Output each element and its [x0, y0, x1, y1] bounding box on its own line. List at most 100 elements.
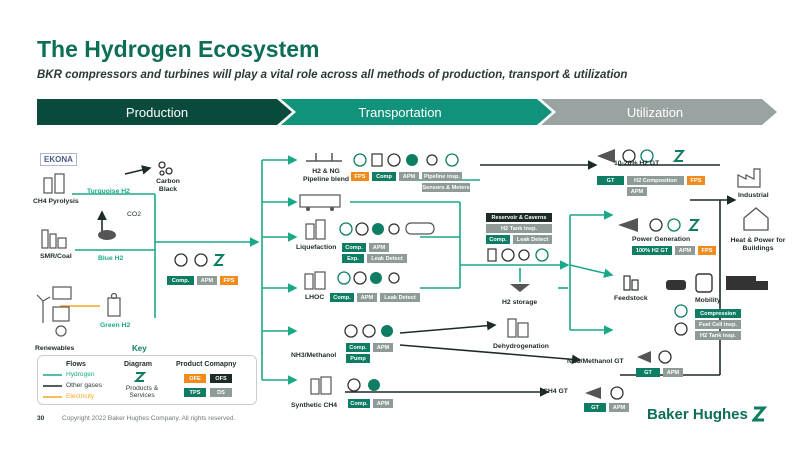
- phase-production: Production: [125, 104, 189, 120]
- key-tag-ds: DS: [210, 388, 232, 397]
- nh3-gt-icons: [637, 350, 672, 364]
- renewables-label: Renewables: [35, 345, 75, 352]
- nh3-gt-tag-apm: APM: [663, 368, 683, 377]
- industrial-icon: [737, 168, 761, 188]
- liq-tag-leak: Leak Detect: [367, 254, 407, 263]
- gt-tag-composition: H2 Composition: [627, 176, 684, 185]
- key-box: Flows Hydrogen Other gases Electricity D…: [37, 355, 257, 405]
- turquoise-h2-label: Turquoise H2: [87, 188, 130, 195]
- storage-tag-comp: Comp.: [486, 235, 510, 244]
- lhoc-label: LHOC: [305, 294, 325, 301]
- power-tag-apm: APM: [675, 246, 695, 255]
- page-number: 30: [37, 415, 45, 422]
- key-tag-ofs: OFS: [210, 374, 232, 383]
- co2-capture-icon: [98, 230, 116, 240]
- carbon-black-label: Carbon Black: [156, 178, 180, 193]
- electrolyzer-icon: [107, 292, 121, 317]
- gt-label: 10-20% H2 GT: [614, 160, 660, 167]
- page-title: The Hydrogen Ecosystem: [37, 36, 320, 62]
- power-generation-label: Power Generation: [632, 236, 691, 243]
- key-flow-hydrogen: Hydrogen: [66, 371, 95, 378]
- h2-storage-icon: [510, 284, 530, 292]
- key-tag-tps: TPS: [184, 388, 206, 397]
- dehydrogenation-label: Dehydrogenation: [493, 343, 549, 350]
- ch4-gt-icons: [585, 386, 624, 400]
- renewables-icon: [36, 286, 72, 337]
- nh3-products-icons: [344, 324, 393, 338]
- carbon-molecule-icon: [158, 161, 173, 176]
- gt-tag-apm: APM: [627, 187, 647, 196]
- blue-h2-label: Blue H2: [98, 255, 124, 262]
- industrial-label: Industrial: [738, 192, 769, 199]
- key-tag-ofe: OFE: [184, 374, 206, 383]
- key-flows-head: Flows: [66, 361, 86, 368]
- phase-arrow-bar: [37, 99, 777, 125]
- co2-label: CO2: [127, 211, 141, 218]
- liq-tag-comp: Comp.: [342, 243, 366, 252]
- key-diagram-item: Products & Services: [125, 385, 159, 399]
- liquefaction-products-icons: [339, 222, 435, 236]
- synthetic-ch4-label: Synthetic CH4: [291, 402, 338, 409]
- pipe-tag-apm: APM: [399, 172, 419, 181]
- key-flow-arrows: [43, 374, 62, 398]
- synthetic-tag-apm: APM: [373, 399, 393, 408]
- smr-coal-label: SMR/Coal: [40, 253, 72, 260]
- dehydrogenation-plant-icon: [507, 318, 529, 338]
- ch4-gt-tag-gt: GT: [584, 403, 606, 412]
- copyright-text: Copyright 2022 Baker Hughes Company. All…: [62, 415, 236, 422]
- compressor-icons: [174, 253, 226, 267]
- storage-products-icons: [487, 248, 549, 262]
- pyrolysis-plant-icon: [43, 173, 65, 194]
- liq-tag-apm: APM: [369, 243, 389, 252]
- lhoc-plant-icon: [304, 271, 326, 290]
- lhoc-tag-apm: APM: [357, 293, 377, 302]
- pipe-tag-sensors: Sensors & Meters: [422, 183, 470, 192]
- lhoc-products-icons: [337, 271, 400, 285]
- nh3-methanol-label: NH3/Methanol: [291, 352, 337, 359]
- storage-tag-reservoir: Reservoir & Caverns: [486, 213, 552, 222]
- storage-tag-leak: Leak Detect: [513, 235, 552, 244]
- mobility-tag-h2-tank: H2 Tank insp.: [695, 331, 741, 340]
- liquefaction-label: Liquefaction: [296, 244, 337, 251]
- nh3-tag-apm: APM: [373, 343, 393, 352]
- brand-logo-text: Baker Hughes: [647, 406, 748, 423]
- h2-storage-label: H2 storage: [502, 299, 538, 306]
- prod-tag-apm: APM: [197, 276, 217, 285]
- pipe-tag-fps: FPS: [351, 172, 369, 181]
- synthetic-plant-icon: [310, 376, 332, 395]
- prod-tag-fps: FPS: [220, 276, 238, 285]
- page-subtitle: BKR compressors and turbines will play a…: [37, 69, 628, 81]
- pipeline-products-icons: [353, 153, 459, 167]
- ch4-gt-label: CH4 GT: [543, 388, 568, 395]
- brand-logo-icon: [752, 406, 768, 422]
- feedstock-label: Feedstock: [614, 295, 648, 302]
- power-tag-fps: FPS: [698, 246, 716, 255]
- storage-tag-tank-insp: H2 Tank insp.: [486, 224, 552, 233]
- feedstock-icon: [623, 275, 639, 291]
- key-diagram-head: Diagram: [124, 361, 153, 368]
- nh3-gt-tag-gt: GT: [636, 368, 660, 377]
- key-diagram-icon: [134, 372, 147, 382]
- liq-tag-exp: Exp.: [342, 254, 364, 263]
- synthetic-products-icons: [347, 378, 380, 392]
- key-flow-electricity: Electricity: [66, 393, 95, 400]
- smr-plant-icon: [41, 229, 67, 249]
- mobility-tag-compression: Compression: [695, 309, 741, 318]
- building-icon: [743, 207, 769, 231]
- liquefaction-plant-icon: [305, 219, 326, 240]
- nh3-tag-pump: Pump: [346, 354, 370, 363]
- key-title: Key: [132, 344, 147, 353]
- truck-tank-icon: [299, 194, 341, 211]
- pipe-tag-inspection: Pipeline insp.: [422, 172, 462, 181]
- mobility-vehicles-icons: [666, 273, 768, 293]
- mobility-products-icons: [674, 304, 688, 336]
- gt-tag-gt: GT: [597, 176, 624, 185]
- pipeline-blend-label: H2 & NG Pipeline blend: [302, 168, 350, 183]
- lhoc-tag-comp: Comp.: [330, 293, 354, 302]
- power-generation-icons: [618, 218, 701, 232]
- synthetic-tag-comp: Comp.: [348, 399, 370, 408]
- ekona-logo: EKONA: [40, 153, 77, 166]
- nh3-gt-label: NH3/Methanol GT: [567, 358, 624, 365]
- power-tag-gt: 100% H2 GT: [632, 246, 672, 255]
- ch4-pyrolysis-label: CH4 Pyrolysis: [33, 198, 79, 205]
